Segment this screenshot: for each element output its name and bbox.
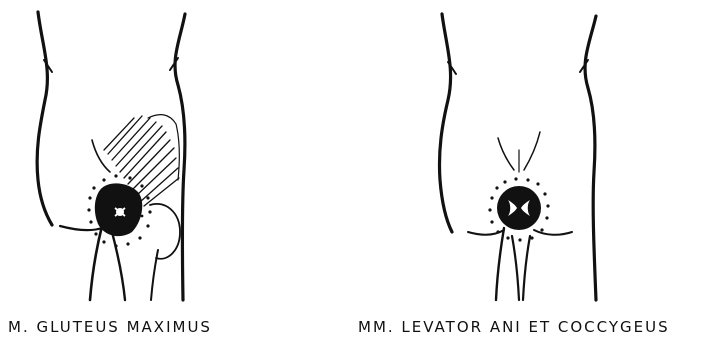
figure-gluteus-maximus <box>37 12 185 300</box>
gluteal-fold-right <box>534 230 572 235</box>
sacrum-line <box>92 140 110 172</box>
leg-left-inner <box>112 232 125 300</box>
body-outline-right <box>585 16 596 300</box>
pain-zone-gluteus <box>87 174 151 247</box>
gluteal-fold-left <box>60 226 102 230</box>
body-outline-left <box>37 12 52 225</box>
leg-left-outer <box>90 226 102 300</box>
leg-right-inner <box>523 236 530 300</box>
buttock-right <box>150 204 180 259</box>
leg-left-outer <box>496 228 504 300</box>
figure-levator-ani <box>439 14 596 300</box>
sacral-line-right <box>524 132 540 170</box>
caption-gluteus-maximus: M. GLUTEUS MAXIMUS <box>8 318 212 336</box>
sacral-line-left <box>498 138 514 170</box>
leg-left-inner <box>512 236 519 300</box>
caption-levator-ani-coccygeus: MM. LEVATOR ANI ET COCCYGEUS <box>358 318 670 336</box>
body-outline-left <box>439 14 452 232</box>
body-outline-right <box>175 14 185 300</box>
